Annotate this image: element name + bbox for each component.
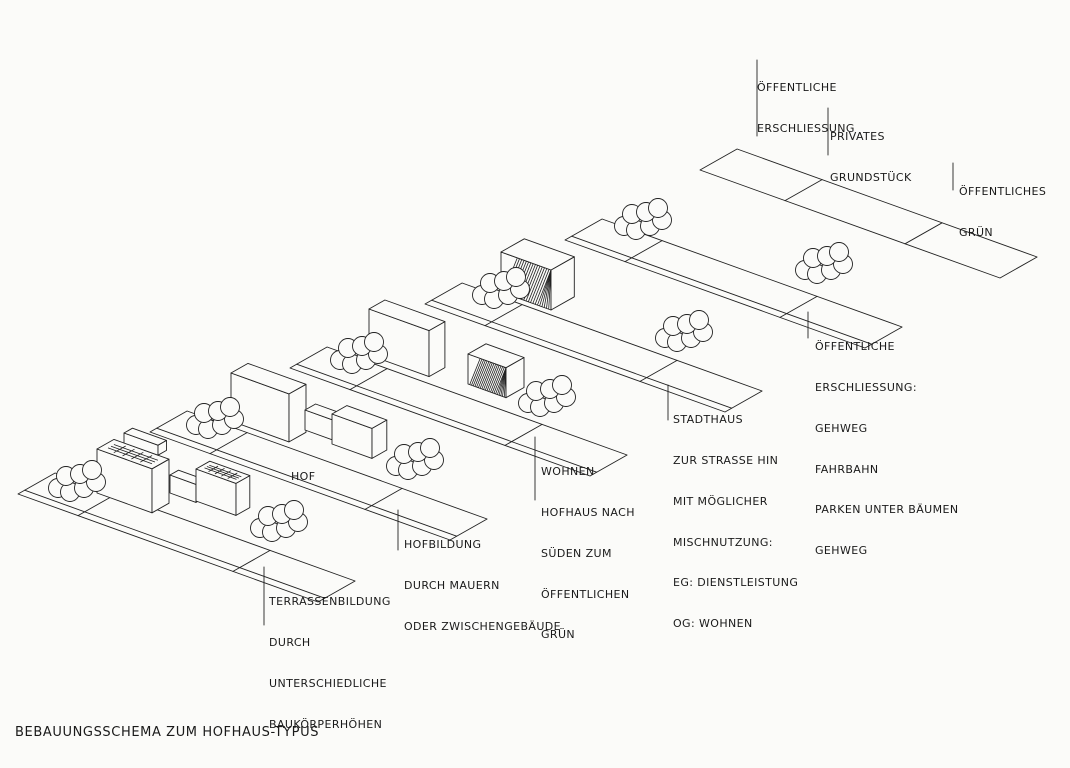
tree-group: [386, 438, 444, 480]
tree-group: [48, 460, 106, 502]
tree-group: [330, 332, 388, 374]
tree-group: [472, 267, 530, 309]
hofhaus-block-small-hatched: [467, 343, 525, 399]
hofhaus-block-small-hatched-hatch-line: [486, 364, 498, 391]
tree-icon: [689, 310, 709, 330]
terrace-block-large: [96, 438, 170, 514]
stadthaus-block-hatched-hatch-line: [541, 269, 552, 307]
hofhaus-block-small-hatched-hatch-line: [481, 362, 493, 390]
strip-2-street-line: [156, 427, 458, 537]
hofhaus-block-small-hatched-hatch-line: [483, 363, 495, 390]
tree-group: [655, 310, 713, 352]
terrace-block-small: [195, 460, 251, 516]
terrace-block-small-roof-grid: [204, 467, 237, 480]
hofhaus-block-small-hatched-hatch-line: [474, 360, 486, 387]
hofhaus-block-small-hatched-hatch-line: [493, 366, 505, 394]
tree-icon: [284, 500, 304, 520]
strip-5: [564, 218, 903, 349]
tree-icon: [420, 438, 440, 458]
terrace-block-large-roof-grid: [110, 445, 156, 463]
tree-icon: [829, 242, 849, 262]
schematic-plot: [699, 148, 1038, 279]
terrace-block-large-roof-grid: [113, 444, 159, 461]
strip-5-divider: [624, 240, 663, 263]
strip-3: [289, 346, 628, 477]
stadthaus-block-hatched-hatch-line: [539, 269, 552, 307]
label-public-access-top: ÖFFENTLICHE ERSCHLIESSUNG: [757, 81, 855, 135]
tree-icon: [82, 460, 102, 480]
strip-1-street-line: [24, 489, 326, 599]
hofbildung-block-top-face: [230, 362, 307, 395]
label-stadthaus: STADTHAUS ZUR STRASSE HIN MIT MÖGLICHER …: [673, 413, 799, 631]
hofhaus-block-small-hatched-top-face: [467, 343, 525, 369]
strip-3-street-line: [296, 363, 598, 473]
tree-icon: [506, 267, 526, 287]
tree-group: [250, 500, 308, 542]
hofhaus-block-small-hatched-hatch-line: [476, 360, 488, 388]
stadthaus-block-hatched-hatch-line: [532, 268, 548, 304]
strip-2-divider: [209, 432, 248, 455]
terrace-roof-cap-top-face: [123, 427, 167, 446]
tree-icon: [552, 375, 572, 395]
tree-icon: [220, 397, 240, 417]
label-public-green: ÖFFENTLICHES GRÜN: [959, 185, 1047, 239]
strip-5-street-line: [571, 235, 873, 345]
strip-1: [17, 472, 356, 603]
diagram-caption: BEBAUUNGSSCHEMA ZUM HOFHAUS-TYPUS: [15, 725, 320, 740]
terrace-block-small-roof-grid: [206, 466, 240, 479]
label-hofbildung: HOFBILDUNG DURCH MAUERN ODER ZWISCHENGEB…: [404, 538, 562, 633]
tree-group: [518, 375, 576, 417]
hofhaus-block-small-hatched-hatch-line: [478, 361, 490, 388]
stadthaus-block-hatched-top-face: [500, 238, 575, 271]
strip-2: [149, 410, 488, 541]
label-private-plot: PRIVATES GRUNDSTÜCK: [830, 130, 912, 184]
terrace-roof-cap: [123, 427, 167, 456]
tree-group: [186, 397, 244, 439]
hofbildung-block-small: [331, 405, 388, 459]
hofhaus-block-small-hatched-hatch-line: [490, 365, 502, 393]
tree-icon: [364, 332, 384, 352]
hofhaus-block-small-hatched-hatch-line: [469, 358, 481, 385]
hofhaus-block-tall-top-face: [368, 299, 446, 332]
tree-icon: [648, 198, 668, 218]
hofhaus-block-small-hatched-hatch-line: [491, 366, 504, 393]
strip-4: [424, 282, 763, 413]
stadthaus-block-hatched-hatch-line: [534, 269, 550, 305]
schematic-divider: [784, 179, 823, 202]
hofhaus-block-small-hatched-hatch-line: [472, 359, 485, 387]
schematic-divider: [904, 222, 943, 245]
hofhaus-block-small-hatched-hatch-line: [471, 358, 483, 386]
hofhaus-block-small-hatched-hatch-line: [479, 361, 491, 389]
tree-group: [614, 198, 672, 240]
stadthaus-block-hatched-hatch-line: [527, 266, 543, 302]
strip-2-divider: [364, 487, 403, 510]
stadthaus-block-hatched-hatch-line: [548, 269, 552, 310]
hofbildung-block-small-top-face: [331, 405, 388, 429]
strip-4-divider: [639, 359, 678, 382]
strip-3-divider: [504, 423, 543, 446]
label-public-access-detail: ÖFFENTLICHE ERSCHLIESSUNG: GEHWEG FAHRBA…: [815, 340, 959, 558]
hofhaus-block-small-hatched-hatch-line: [484, 363, 497, 391]
hofhaus-block-tall-side-face: [428, 321, 446, 378]
label-hof: HOF: [291, 470, 316, 484]
terrace-block-large-roof-grid: [107, 447, 153, 465]
label-terrassenbildung: TERRASSENBILDUNG DURCH UNTERSCHIEDLICHE …: [269, 595, 391, 731]
stadthaus-block-hatched-hatch-line: [525, 265, 541, 302]
strip-5-divider: [779, 295, 818, 318]
strip-4-street-line: [431, 299, 733, 409]
tree-group: [795, 242, 853, 284]
hofhaus-block-small-hatched-hatch-line: [488, 365, 500, 392]
hofhaus-block-small-hatched-hatch-line: [503, 367, 507, 398]
label-wohnen: WOHNEN HOFHAUS NACH SÜDEN ZUM ÖFFENTLICH…: [541, 465, 635, 642]
stadthaus-block-hatched-hatch-line: [530, 267, 545, 303]
hofbildung-block: [230, 362, 307, 443]
terrace-block-small-roof-grid: [209, 464, 242, 478]
strip-1-divider: [232, 549, 271, 572]
